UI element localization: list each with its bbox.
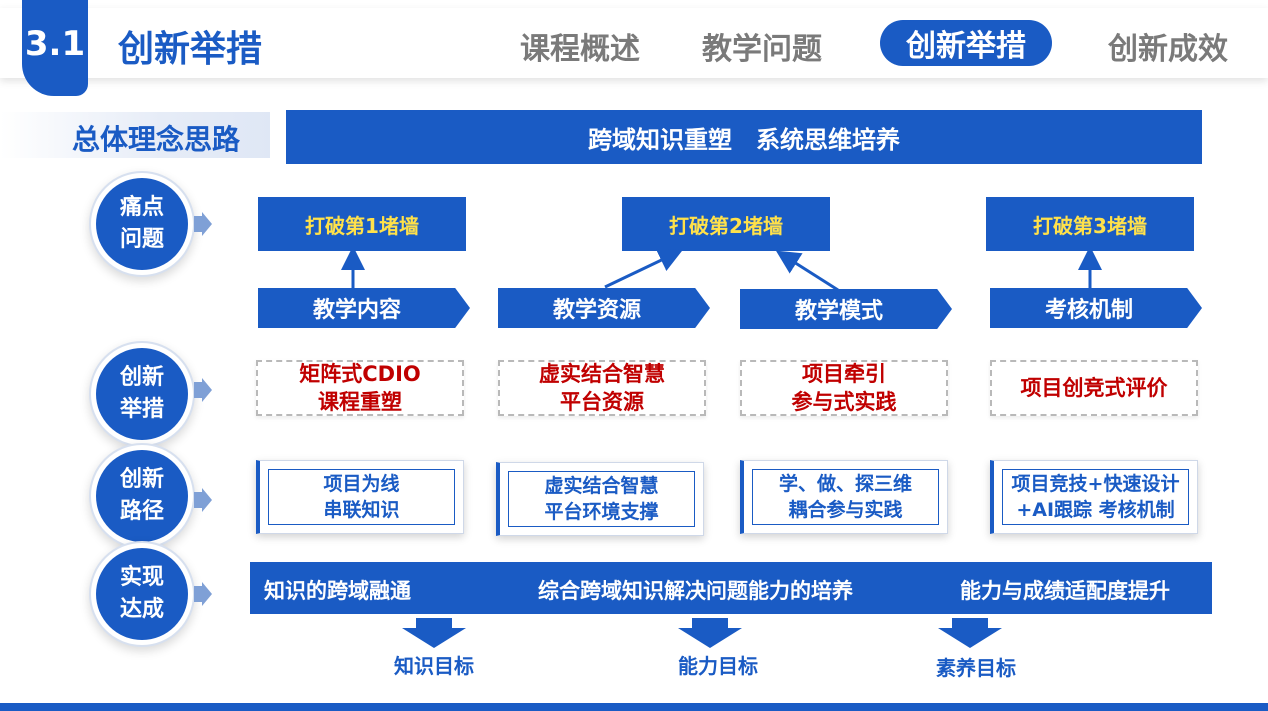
row-arrow-icon (194, 488, 212, 512)
path-box-1: 项目为线串联知识 (256, 460, 464, 534)
tab-innovation-results[interactable]: 创新成效 (1108, 32, 1228, 67)
path-box-2: 虚实结合智慧平台环境支撑 (496, 462, 704, 536)
achievement-item-1: 知识的跨域融通 (264, 579, 411, 603)
measure-box-4: 项目创竞式评价 (990, 360, 1198, 416)
wall-box-2: 打破第2堵墙 (622, 197, 830, 251)
path-box-3: 学、做、探三维耦合参与实践 (740, 460, 948, 534)
goal-literacy: 素养目标 (936, 656, 1016, 680)
tab-course-overview[interactable]: 课程概述 (520, 32, 640, 67)
arrow-diagonal-icon (775, 250, 839, 292)
goal-knowledge: 知识目标 (394, 654, 474, 678)
tab-innovation-measures[interactable]: 创新举措 (880, 20, 1052, 66)
tab-teaching-problems[interactable]: 教学问题 (702, 32, 822, 67)
row-label-achievement: 实现达成 (96, 548, 188, 640)
header-bar (0, 8, 1268, 78)
measure-box-2: 虚实结合智慧平台资源 (498, 360, 706, 416)
achievement-bar: 知识的跨域融通 综合跨域知识解决问题能力的培养 能力与成绩适配度提升 (250, 562, 1212, 614)
row-arrow-icon (194, 212, 212, 236)
chevron-teaching-content: 教学内容 (258, 288, 470, 328)
chevron-teaching-mode: 教学模式 (740, 289, 952, 329)
wall-box-1: 打破第1堵墙 (258, 197, 466, 251)
goal-ability: 能力目标 (678, 654, 758, 678)
page-title: 创新举措 (118, 29, 263, 70)
row-arrow-icon (194, 378, 212, 402)
chevron-assessment: 考核机制 (990, 288, 1202, 328)
row-label-measures: 创新举措 (96, 348, 188, 440)
arrow-diagonal-icon (604, 249, 683, 289)
achievement-item-2: 综合跨域知识解决问题能力的培养 (538, 579, 853, 603)
goal-arrow-down-icon (938, 618, 1002, 648)
goal-arrow-down-icon (402, 618, 466, 648)
section-number-badge: 3.1 (22, 0, 88, 96)
achievement-item-3: 能力与成绩适配度提升 (960, 579, 1170, 603)
row-arrow-icon (194, 582, 212, 606)
row-label-pain-points: 痛点问题 (96, 178, 188, 270)
wall-box-3: 打破第3堵墙 (986, 197, 1194, 251)
goal-arrow-down-icon (678, 618, 742, 648)
concept-label: 总体理念思路 (72, 123, 241, 156)
concept-bar: 跨域知识重塑 系统思维培养 (286, 110, 1202, 164)
footer-line (0, 703, 1268, 711)
row-label-paths: 创新路径 (96, 450, 188, 542)
measure-box-3: 项目牵引参与式实践 (740, 360, 948, 416)
concept-label-background (0, 112, 270, 158)
path-box-4: 项目竞技+快速设计+AI跟踪 考核机制 (990, 460, 1198, 534)
chevron-teaching-resources: 教学资源 (498, 288, 710, 328)
